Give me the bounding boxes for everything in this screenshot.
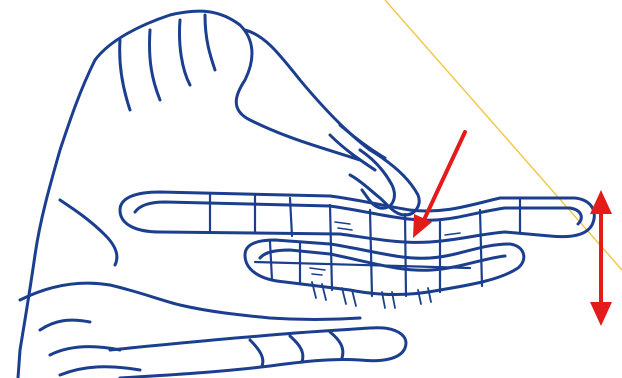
upper-thumb-outline [360, 150, 394, 208]
splint-upper-strip [120, 192, 594, 242]
splint-upper-inner-line [135, 202, 581, 224]
double-headed-arrow [590, 190, 612, 326]
left-body-outline [18, 60, 95, 378]
lower-sleeve-outline [20, 283, 360, 319]
left-body-inner [60, 200, 117, 265]
splint-segment-dividers [210, 195, 520, 296]
upper-sleeve-outline [95, 11, 360, 160]
lower-hand-outline [110, 328, 406, 378]
double-arrow-top-head [590, 190, 612, 214]
double-arrow-bottom-head [590, 302, 612, 326]
pointer-arrow-head [413, 214, 432, 238]
splint-band-line [255, 262, 470, 268]
